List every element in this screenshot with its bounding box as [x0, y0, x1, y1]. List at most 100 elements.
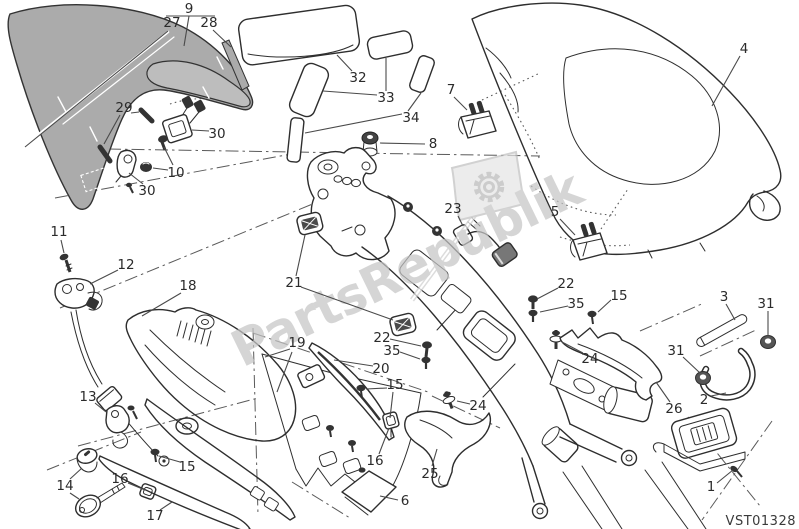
- leader-line-20: [333, 359, 374, 367]
- ecu-unit-1: [652, 407, 746, 478]
- gear-icon: [473, 171, 505, 203]
- part-callout-31-38: 31: [667, 343, 684, 359]
- part-callout-9-0: 9: [185, 1, 194, 17]
- pad-33a: [288, 62, 330, 118]
- part-callout-21-24: 21: [285, 275, 302, 291]
- part-callout-20-25: 20: [372, 361, 389, 377]
- leader-line-22: [389, 338, 422, 347]
- cap-10b: [140, 162, 152, 172]
- clip-24b: [442, 391, 456, 409]
- rivet-15-left: [150, 448, 160, 456]
- nut-35b: [528, 309, 538, 317]
- latch-pin-b: [193, 99, 206, 113]
- part-callout-29-11: 29: [115, 100, 132, 116]
- leader-line-9: [183, 15, 190, 47]
- leader-line-4: [711, 55, 741, 107]
- foam-pads: [237, 4, 435, 163]
- screw-22a: [422, 341, 432, 349]
- latch-bracket-30: [116, 149, 137, 178]
- leader-line-23: [457, 215, 464, 227]
- part-callout-22-28: 22: [557, 276, 574, 292]
- part-callout-16-32: 16: [366, 453, 383, 469]
- part-callout-12-16: 12: [117, 257, 134, 273]
- diagram-code: VST01328: [726, 514, 796, 529]
- leader-line-26: [655, 381, 671, 403]
- part-callout-16-21: 16: [111, 471, 128, 487]
- part-callout-10-14: 10: [167, 165, 184, 181]
- bracket-25: [404, 410, 492, 488]
- leader-line-33: [322, 90, 378, 96]
- part-callout-22-26: 22: [373, 330, 390, 346]
- leader-line-34: [304, 113, 403, 134]
- leader-line-32: [336, 54, 353, 72]
- nut-35a: [421, 356, 431, 364]
- leader-line-30: [191, 129, 210, 132]
- part-callout-33-4: 33: [377, 90, 394, 106]
- part-callout-23-10: 23: [444, 201, 461, 217]
- leader-line-16: [127, 482, 146, 491]
- latch-pin-a: [181, 95, 194, 109]
- leader-line-21: [300, 286, 394, 321]
- part-callout-24-34: 24: [581, 351, 598, 367]
- leader-line-5: [559, 218, 576, 236]
- part-callout-35-29: 35: [567, 296, 584, 312]
- leader-line-29: [130, 111, 140, 114]
- seat-lock-14: [76, 448, 98, 473]
- part-callout-30-13: 30: [138, 183, 155, 199]
- flag: [450, 150, 526, 222]
- leader-line-2: [710, 392, 727, 397]
- tail-guard-18: [125, 307, 297, 442]
- part-callout-35-27: 35: [383, 343, 400, 359]
- leader-line-10: [163, 146, 174, 166]
- undertail-panel-19: [261, 342, 422, 516]
- leader-line-29: [103, 114, 121, 145]
- pad-34b: [286, 117, 305, 163]
- clip-16-center: [382, 411, 400, 430]
- pad-32: [237, 4, 361, 66]
- part-callout-27-1: 27: [163, 15, 180, 31]
- trim-strip-a: [144, 398, 296, 521]
- leader-line-10: [152, 167, 169, 171]
- leader-line-18: [141, 292, 182, 317]
- leader-line-15: [158, 455, 181, 463]
- rubber-block-21a: [296, 211, 324, 236]
- part-callout-30-12: 30: [208, 126, 225, 142]
- frame-tube-left: [541, 426, 579, 463]
- part-callout-4-8: 4: [740, 41, 749, 57]
- leader-line-3: [725, 303, 736, 321]
- handle-2: [699, 347, 756, 401]
- part-callout-28-2: 28: [200, 15, 217, 31]
- part-callout-26-37: 26: [665, 401, 682, 417]
- striker-plate-30: [162, 113, 193, 144]
- cowl-latch-hardware: [97, 95, 206, 194]
- watermark: PartsRepublik: [222, 150, 593, 379]
- leader-line-11: [60, 239, 65, 254]
- part-callout-2-41: 2: [700, 392, 709, 408]
- leader-line-15: [365, 387, 388, 390]
- leader-line-19: [264, 348, 291, 358]
- screw-10a: [158, 135, 168, 143]
- leader-line-6: [379, 495, 399, 501]
- rubber-block-21b: [389, 312, 417, 337]
- leader-line-34: [407, 92, 422, 112]
- leader-line-16: [378, 427, 390, 455]
- leader-line-28: [212, 29, 232, 48]
- leader-line-12: [89, 269, 119, 285]
- part-callout-1-42: 1: [707, 479, 716, 495]
- leader-line-8: [379, 142, 426, 145]
- leader-line-22: [536, 287, 559, 300]
- leader-line-15: [597, 299, 612, 313]
- leader-line-15: [389, 391, 394, 419]
- part-callout-5-9: 5: [551, 204, 560, 220]
- leader-line-19: [276, 351, 293, 393]
- pad-strip-28: [221, 39, 250, 91]
- part-callout-32-3: 32: [349, 70, 366, 86]
- part-callout-24-33: 24: [469, 398, 486, 414]
- pad-33b: [366, 30, 414, 60]
- pin-29b: [138, 107, 155, 124]
- seat-rail-20: [308, 342, 395, 441]
- bracket-26: [559, 327, 663, 401]
- leader-line-31: [682, 356, 701, 374]
- leader-line-17: [159, 501, 173, 511]
- frame-fasteners: [296, 211, 597, 409]
